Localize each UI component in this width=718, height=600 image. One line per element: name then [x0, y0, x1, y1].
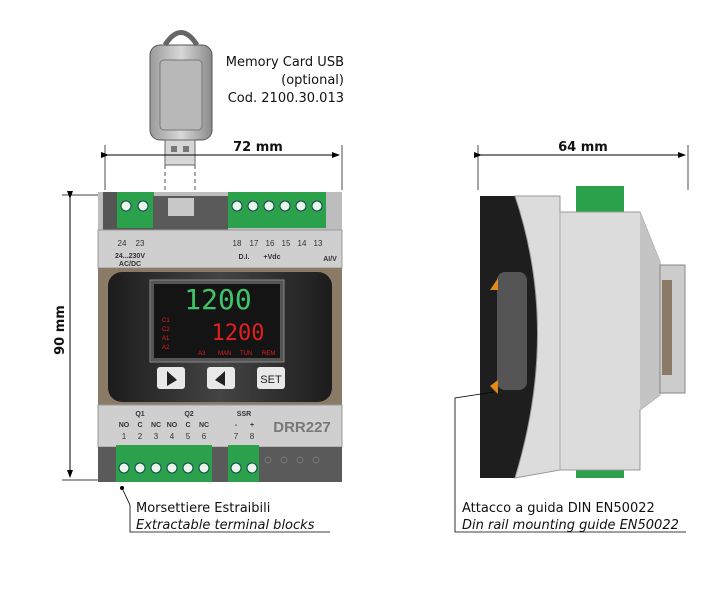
svg-text:A1: A1: [162, 336, 170, 342]
arrow-up-right-icon: [167, 371, 177, 386]
svg-text:17: 17: [250, 239, 259, 248]
terminals-caption-en: Extractable terminal blocks: [136, 518, 315, 533]
depth-label: 64 mm: [558, 140, 608, 155]
usb-caption-line3: Cod. 2100.30.013: [228, 91, 344, 106]
usb-caption-line2: (optional): [281, 73, 344, 88]
dimension-width: [101, 145, 343, 190]
device-front: [97, 192, 343, 482]
dimension-height: [62, 191, 100, 481]
process-value-display: 1200: [184, 283, 251, 316]
width-label: 72 mm: [233, 140, 283, 155]
din-leader-line: [454, 391, 686, 533]
ssr-label: SSR: [237, 411, 251, 418]
set-button-label: SET: [260, 374, 282, 386]
aiv-label: AI/V: [323, 256, 337, 263]
svg-text:A3: A3: [198, 351, 206, 357]
setpoint-display: 1200: [212, 321, 265, 346]
model-label: DRR227: [273, 419, 331, 436]
height-label: 90 mm: [53, 305, 68, 355]
vdc-label: +Vdc: [264, 254, 281, 261]
svg-text:8: 8: [250, 432, 255, 441]
din-caption-en: Din rail mounting guide EN50022: [462, 518, 679, 533]
svg-text:24: 24: [118, 239, 127, 248]
terminals-leader-line: [121, 487, 330, 533]
top-terminal-numbers: 24 23 18 17 16 15 14 13: [118, 239, 323, 248]
svg-text:1: 1: [122, 432, 127, 441]
svg-text:TUN: TUN: [240, 351, 252, 357]
svg-text:4: 4: [170, 432, 175, 441]
q2-label: Q2: [184, 411, 193, 418]
svg-text:23: 23: [136, 239, 145, 248]
svg-text:6: 6: [202, 432, 207, 441]
usb-memory-card: [149, 30, 213, 198]
di-label: D.I.: [239, 254, 250, 261]
svg-text:NC: NC: [151, 422, 161, 429]
svg-text:5: 5: [186, 432, 191, 441]
bottom-pin-labels: NO C NC NO C NC - +: [119, 422, 254, 429]
svg-text:NC: NC: [199, 422, 209, 429]
svg-text:2: 2: [138, 432, 143, 441]
svg-text:+: +: [250, 422, 254, 429]
display-leds: C1 C2 A1 A2 A3 MAN TUN REM: [162, 318, 275, 357]
svg-text:NO: NO: [167, 422, 178, 429]
svg-text:14: 14: [298, 239, 307, 248]
svg-text:-: -: [235, 422, 238, 429]
set-button[interactable]: [257, 367, 285, 389]
svg-text:C: C: [137, 422, 142, 429]
device-side: [480, 186, 686, 479]
svg-text:C: C: [185, 422, 190, 429]
svg-text:REM: REM: [262, 351, 275, 357]
usb-caption-line1: Memory Card USB: [226, 55, 344, 70]
svg-text:C2: C2: [162, 327, 170, 333]
svg-text:3: 3: [154, 432, 159, 441]
svg-text:C1: C1: [162, 318, 170, 324]
svg-text:13: 13: [314, 239, 323, 248]
svg-text:18: 18: [233, 239, 242, 248]
bottom-terminal-numbers: 1 2 3 4 5 6 7 8: [122, 432, 255, 441]
dimension-depth: [474, 145, 689, 190]
svg-text:15: 15: [282, 239, 291, 248]
q1-label: Q1: [135, 411, 144, 418]
svg-text:A2: A2: [162, 345, 170, 351]
din-caption-it: Attacco a guida DIN EN50022: [462, 501, 655, 516]
svg-text:NO: NO: [119, 422, 130, 429]
svg-text:7: 7: [234, 432, 239, 441]
svg-text:MAN: MAN: [218, 351, 231, 357]
svg-text:16: 16: [266, 239, 275, 248]
terminals-caption-it: Morsettiere Estraibili: [136, 501, 270, 516]
arrow-left-icon: [215, 371, 225, 386]
power-label: 24...230V: [115, 253, 145, 260]
power-label-2: AC/DC: [119, 261, 141, 268]
